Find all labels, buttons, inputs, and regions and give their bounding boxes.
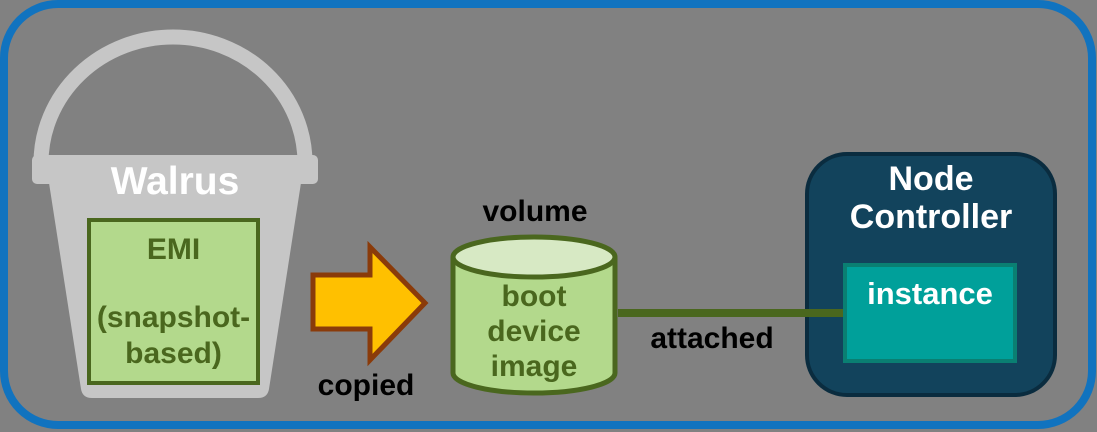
volume-label: volume [482, 195, 588, 228]
instance-label: instance [867, 276, 993, 311]
attached-label: attached [650, 322, 774, 355]
copied-arrow-icon [310, 240, 429, 367]
bucket-rim [32, 155, 318, 184]
copied-label: copied [317, 369, 415, 402]
bucket-handle [33, 29, 313, 164]
emi-title: EMI [146, 233, 201, 266]
volume-cylinder [450, 234, 618, 396]
node-controller-title: Node Controller [849, 160, 1013, 236]
instance-box: instance [843, 263, 1017, 363]
attached-connector-line [618, 309, 848, 317]
emi-subtitle: (snapshot-based) [96, 301, 251, 370]
boot-device-image-label: boot device image [487, 280, 581, 383]
emi-box: EMI (snapshot-based) [87, 218, 260, 385]
cylinder-top [450, 234, 618, 280]
cylinder-body [450, 257, 618, 396]
walrus-label: Walrus [110, 160, 240, 203]
